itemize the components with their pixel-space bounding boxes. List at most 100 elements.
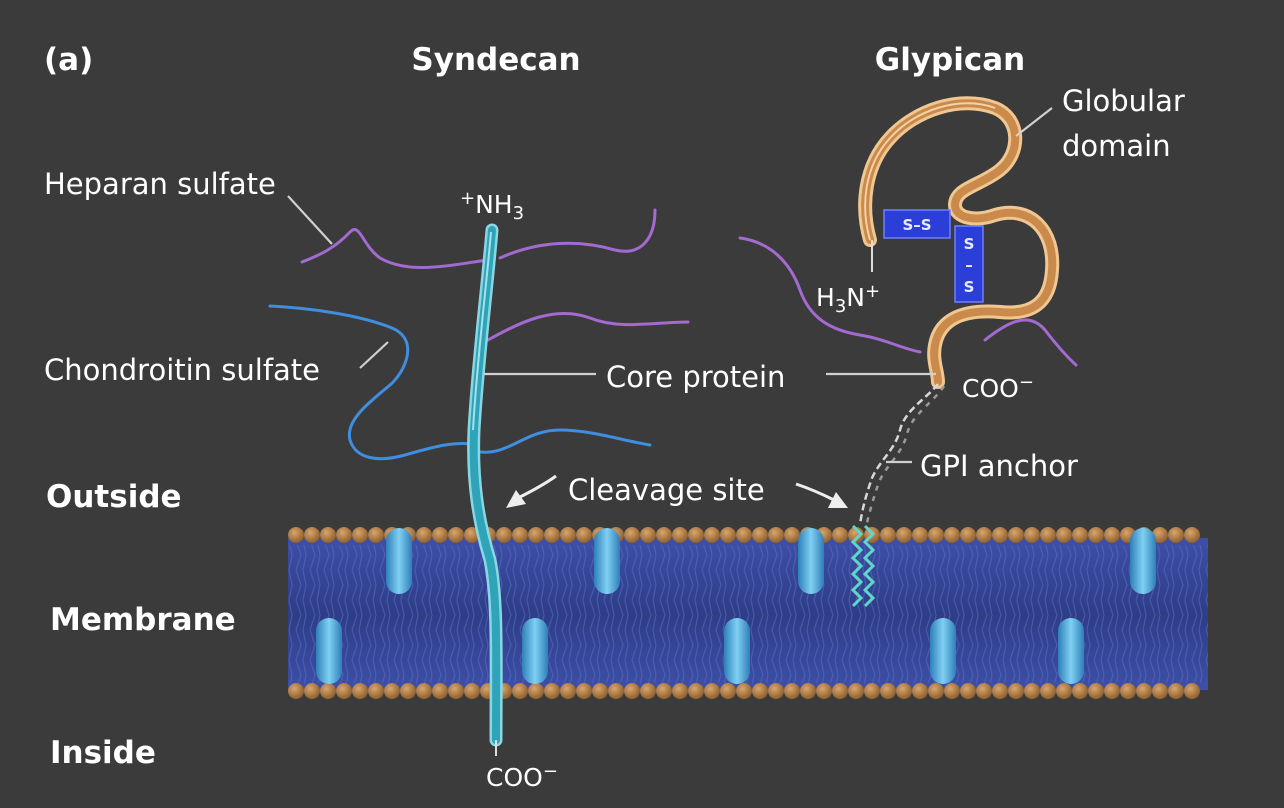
lipid-head (880, 683, 896, 699)
lipid-head (704, 683, 720, 699)
lipid-head (944, 527, 960, 543)
lipid-head (864, 683, 880, 699)
disulfide-label-vertical-mid: – (965, 256, 973, 274)
lipid-head (448, 683, 464, 699)
lipid-head (384, 683, 400, 699)
lipid-head (736, 683, 752, 699)
membrane-proteins (316, 528, 1156, 684)
membrane-protein (522, 618, 548, 684)
lipid-head (640, 527, 656, 543)
inside-label: Inside (50, 735, 156, 771)
lipid-head (1136, 683, 1152, 699)
membrane-protein (386, 528, 412, 594)
chondroitin-sulfate-chains (268, 304, 652, 461)
gpi-anchor-label: GPI anchor (920, 449, 1078, 483)
cleavage-arrow-left (517, 474, 557, 500)
membrane-protein (1130, 528, 1156, 594)
gpi-lipid-tail-2 (862, 524, 876, 608)
membrane-bilayer (288, 527, 1208, 699)
lipid-head (784, 527, 800, 543)
cleavage-site-label: Cleavage site (568, 473, 765, 507)
glypican-c-terminus: COO− (962, 372, 1034, 403)
lipid-head (720, 527, 736, 543)
lipid-head (448, 527, 464, 543)
syndecan-c-terminus: COO− (486, 761, 558, 792)
membrane-protein (930, 618, 956, 684)
membrane-protein (1058, 618, 1084, 684)
lipid-head (704, 527, 720, 543)
heparan-sulfate-chain (300, 228, 490, 269)
lipid-head (576, 683, 592, 699)
disulfide-bond-vertical (954, 225, 984, 303)
lipid-head (1104, 683, 1120, 699)
lipid-head (816, 683, 832, 699)
syndecan-n-sup: + (460, 188, 475, 209)
lipid-head (960, 683, 976, 699)
lipid-head (1152, 683, 1168, 699)
lipid-head (464, 683, 480, 699)
lipid-head (320, 527, 336, 543)
globular-domain-label-line1: Globular (1062, 84, 1185, 118)
lipid-head (528, 683, 544, 699)
lipid-head (896, 527, 912, 543)
lipid-head (992, 527, 1008, 543)
lipid-head (1184, 683, 1200, 699)
lipid-head (848, 683, 864, 699)
lipid-head (1008, 527, 1024, 543)
syndecan-c-text: COO (486, 763, 543, 792)
lipid-head (400, 683, 416, 699)
syndecan-n-sub: 3 (513, 203, 524, 224)
lipid-head (368, 683, 384, 699)
lipid-head (1184, 527, 1200, 543)
gpi-lipid-tail-1 (850, 524, 864, 608)
lipid-head (672, 683, 688, 699)
membrane-protein (316, 618, 342, 684)
heparan-sulfate-chain-glypican (738, 236, 922, 354)
globular-domain-leader (1015, 107, 1053, 137)
glypican-c-sup: − (1019, 372, 1034, 393)
lipid-head (560, 527, 576, 543)
lipid-head (944, 683, 960, 699)
lipid-head (1040, 527, 1056, 543)
lipid-head (544, 683, 560, 699)
gpi-chain-a (858, 383, 939, 526)
core-protein-label: Core protein (606, 360, 785, 394)
lipid-head (288, 683, 304, 699)
lipid-head (432, 527, 448, 543)
cleavage-arrowhead-right (828, 492, 848, 508)
membrane-protein (798, 528, 824, 594)
lipid-head (1056, 683, 1072, 699)
chondroitin-sulfate-leader (359, 341, 389, 369)
lipid-head (1056, 527, 1072, 543)
lipid-head (656, 683, 672, 699)
heparan-sulfate-chain (486, 311, 690, 342)
lipid-head (592, 683, 608, 699)
lipid-head (320, 683, 336, 699)
glypican-n-text-b: N (846, 283, 865, 312)
lipid-head (1008, 683, 1024, 699)
lipid-head (1152, 527, 1168, 543)
heparan-sulfate-chain-glypican (983, 318, 1078, 367)
glypican-n-sub: 3 (835, 296, 846, 317)
syndecan-c-sup: − (543, 761, 558, 782)
lipid-head (304, 527, 320, 543)
lipid-head (1120, 683, 1136, 699)
cleavage-arrow-right (795, 482, 835, 502)
disulfide-label-horizontal: S–S (902, 216, 931, 234)
heparan-sulfate-label: Heparan sulfate (44, 167, 276, 201)
lipid-head (560, 683, 576, 699)
disulfide-label-vertical-top: S (964, 235, 975, 253)
lipid-head (1072, 683, 1088, 699)
glypican-n-text-a: H (816, 283, 835, 312)
chondroitin-sulfate-chain (268, 304, 480, 461)
lipid-head (976, 683, 992, 699)
lipid-head (896, 683, 912, 699)
lipid-head (672, 527, 688, 543)
lipid-head (1168, 527, 1184, 543)
gpi-anchor (850, 383, 946, 608)
panel-label: (a) (44, 42, 93, 78)
lipid-head (832, 527, 848, 543)
glypican-n-sup: + (865, 281, 880, 302)
syndecan-core-protein-highlight (472, 231, 492, 431)
